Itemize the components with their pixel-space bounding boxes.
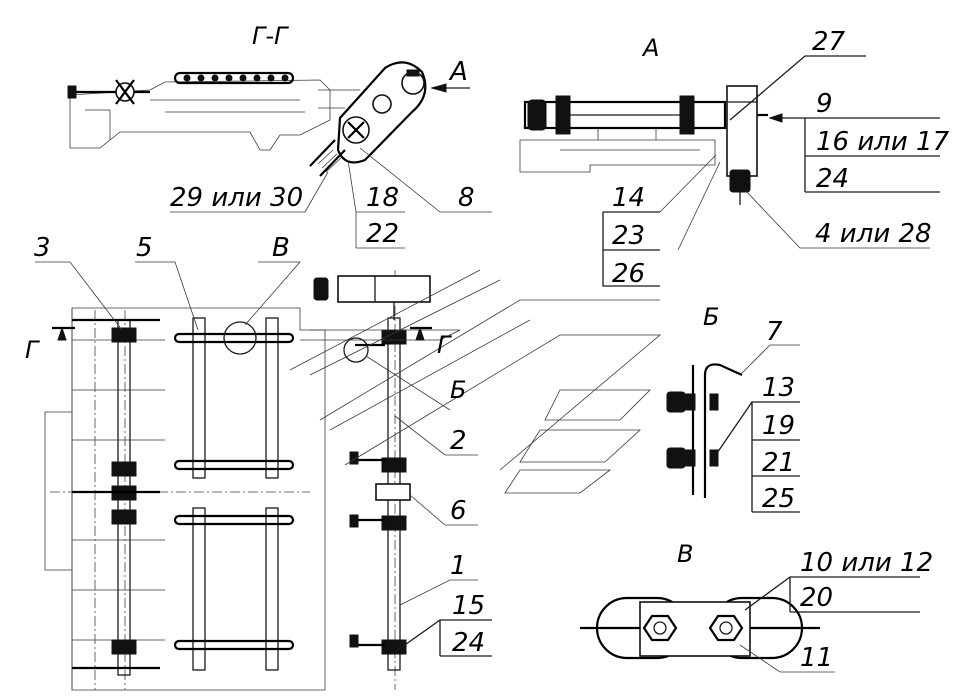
callout-2: 2	[450, 426, 467, 456]
callout-22: 22	[366, 219, 399, 249]
callout-13: 13	[762, 373, 795, 403]
view-b-title: Б	[703, 303, 719, 331]
callout-14: 14	[612, 183, 645, 213]
section-gg-view: Г-Г А	[67, 22, 492, 249]
section-mark-left: Г	[25, 336, 40, 364]
right-sprockets	[375, 329, 411, 655]
callout-26: 26	[612, 259, 645, 289]
main-plan-view: Г Г Б 3 5 В 2 6 1 15 24	[25, 233, 662, 691]
callout-9: 9	[816, 89, 833, 119]
callout-8: 8	[458, 183, 475, 213]
chain-link-detail	[580, 596, 820, 660]
callout-15: 15	[452, 591, 485, 621]
callout-1: 1	[450, 551, 467, 581]
callout-24-a: 24	[816, 164, 849, 194]
view-b-mark: Б	[450, 376, 466, 404]
callout-4-28: 4 или 28	[815, 219, 932, 249]
tensioner-arm	[309, 61, 427, 177]
callout-16-17: 16 или 17	[816, 127, 950, 157]
callout-11: 11	[800, 643, 833, 673]
callout-23: 23	[612, 221, 645, 251]
view-b: Б 7 13 19 21 25	[666, 303, 800, 514]
callout-3: 3	[34, 233, 51, 263]
callout-20: 20	[800, 583, 833, 613]
view-v-mark: В	[272, 233, 290, 263]
conveyor-chains	[173, 332, 295, 651]
callout-21: 21	[762, 448, 795, 478]
callout-19: 19	[762, 411, 795, 441]
callout-7: 7	[766, 317, 783, 347]
callout-24-b: 24	[452, 628, 485, 658]
callout-18: 18	[366, 183, 399, 213]
chain-row-gg	[173, 71, 295, 85]
view-a-title: А	[641, 34, 659, 62]
view-a: А 27 9 16 или 17 24 4 или 28 14	[519, 27, 950, 289]
left-sprockets	[111, 327, 137, 655]
callout-29-30: 29 или 30	[170, 183, 303, 213]
view-v-title: В	[677, 540, 693, 568]
callout-6: 6	[450, 496, 467, 526]
callout-25: 25	[762, 484, 795, 514]
callout-27: 27	[812, 27, 846, 57]
section-gg-title: Г-Г	[252, 22, 289, 50]
callout-5: 5	[136, 233, 153, 263]
view-v: В 10 или 12 20 11	[580, 540, 933, 673]
section-mark-right: Г	[437, 331, 452, 359]
arrow-a-label: А	[448, 57, 468, 87]
bracket-bolts	[666, 391, 719, 469]
callout-10-12: 10 или 12	[800, 548, 933, 578]
